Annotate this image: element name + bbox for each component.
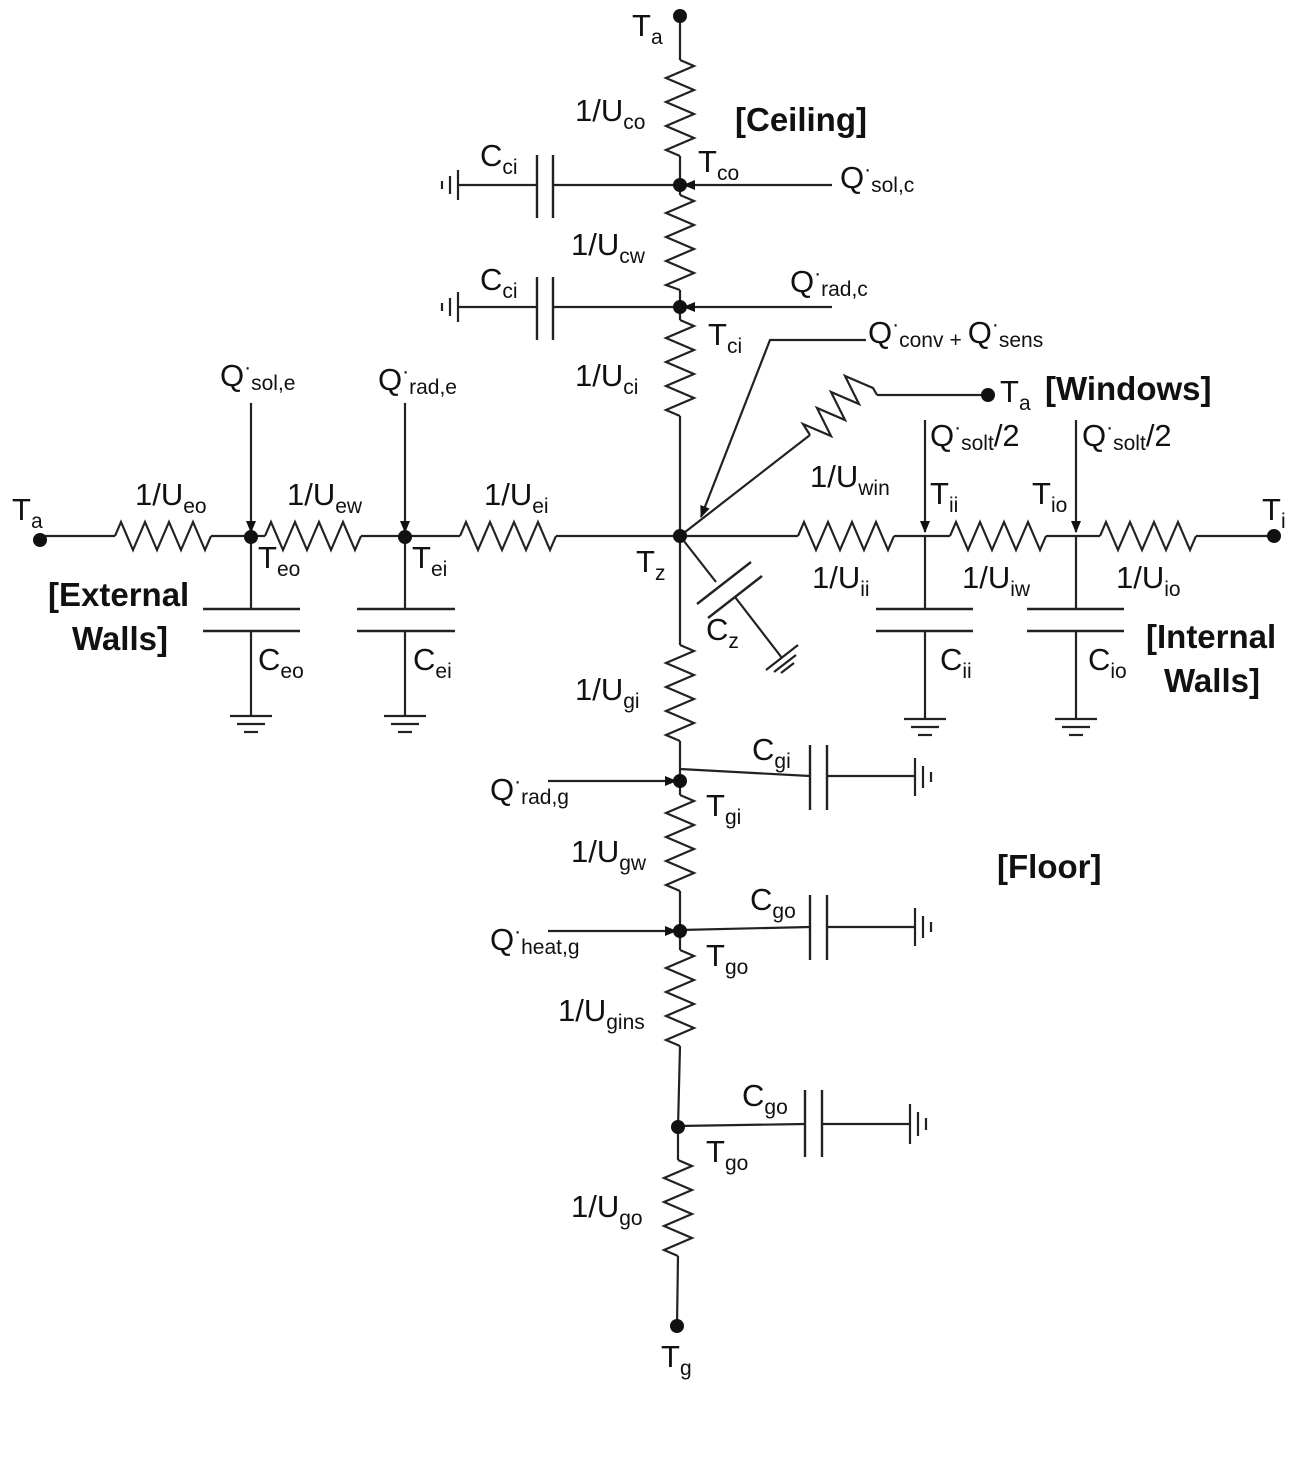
external-walls-branch [40,403,680,734]
resistor-uii [796,519,896,553]
heading-floor: [Floor] [997,848,1101,885]
heading-ceiling: [Ceiling] [735,101,867,138]
label-cci-2: Cci [480,262,518,303]
heading-external-walls-line2: Walls] [72,620,168,657]
resistor-uwin [800,373,878,439]
label-ueo: 1/Ueo [135,477,207,518]
label-ti-right: Ti [1262,492,1286,533]
heading-internal-walls-line2: Walls] [1164,662,1260,699]
label-tgo-1: Tgo [706,938,748,979]
label-q-rad-c: Q·rad,c [790,262,868,301]
label-uwin: 1/Uwin [810,459,890,500]
label-q-rad-e: Q·rad,e [378,360,457,399]
label-uii: 1/Uii [812,560,870,601]
label-q-solt-1: Q·solt/2 [930,416,1020,455]
node-tco [673,178,687,192]
windows-branch [679,373,988,537]
resistor-ueo [113,519,213,553]
label-ucw: 1/Ucw [571,227,646,268]
resistor-ugw [663,793,697,893]
resistor-ugi [663,643,697,743]
label-ugo: 1/Ugo [571,1189,643,1230]
label-q-sol-c: Q·sol,c [840,158,914,197]
label-tei: Tei [412,540,447,581]
label-tii: Tii [930,476,958,517]
label-tz: Tz [636,544,665,585]
label-uei: 1/Uei [484,477,549,518]
node-ta-left [33,533,47,547]
node-tci [673,300,687,314]
node-tgo-1 [673,924,687,938]
label-cii: Cii [940,642,972,683]
label-cgo-1: Cgo [750,882,796,923]
node-ta-window [981,388,995,402]
label-q-solt-2: Q·solt/2 [1082,416,1172,455]
label-tco: Tco [698,144,739,185]
resistor-ucw [662,193,697,292]
label-ta-left: Ta [12,492,43,533]
label-uew: 1/Uew [287,477,363,518]
label-tci: Tci [708,317,742,358]
floor-branch [548,536,933,1327]
zone-capacitor-branch [679,535,799,674]
label-uio: 1/Uio [1116,560,1181,601]
label-uci: 1/Uci [575,358,638,399]
label-tgo-2: Tgo [706,1134,748,1175]
node-teo [244,530,258,544]
node-tgi [673,774,687,788]
resistor-uci [663,318,697,418]
label-cz: Cz [706,612,739,653]
label-ta-top: Ta [632,8,663,49]
label-uco: 1/Uco [575,93,645,134]
label-tio: Tio [1032,476,1067,517]
label-tgi: Tgi [706,788,741,829]
ceiling-branch [440,16,866,535]
resistor-uiw [948,519,1048,553]
label-ugi: 1/Ugi [575,672,640,713]
heading-internal-walls-line1: [Internal [1146,618,1276,655]
heading-external-walls-line1: [External [48,576,189,613]
internal-walls-branch [680,420,1274,737]
label-q-rad-g: Q·rad,g [490,770,569,809]
label-cgo-2: Cgo [742,1078,788,1119]
label-uiw: 1/Uiw [962,560,1031,601]
resistor-uco [663,58,697,158]
label-ugins: 1/Ugins [558,993,645,1034]
node-tg-bottom [670,1319,684,1333]
node-ta-top [673,9,687,23]
node-ti-right [1267,529,1281,543]
node-tgo-2 [671,1120,685,1134]
label-cei: Cei [413,642,452,683]
resistor-uio [1098,519,1198,553]
resistor-ugins [663,948,697,1048]
node-tz [673,529,687,543]
node-tei [398,530,412,544]
label-q-conv-sens: Q·conv+Q·sens [868,313,1043,352]
resistor-ugo [661,1158,695,1258]
label-cci-1: Cci [480,138,518,179]
label-ta-window: Ta [1000,374,1031,415]
resistor-uew [263,519,363,553]
label-ugw: 1/Ugw [571,834,647,875]
label-q-sol-e: Q·sol,e [220,356,295,395]
heading-windows: [Windows] [1045,370,1212,407]
label-ceo: Ceo [258,642,304,683]
label-cgi: Cgi [752,732,791,773]
label-q-heat-g: Q·heat,g [490,920,580,959]
resistor-uei [458,519,558,553]
label-cio: Cio [1088,642,1127,683]
label-tg-bottom: Tg [661,1339,692,1380]
label-teo: Teo [258,540,300,581]
